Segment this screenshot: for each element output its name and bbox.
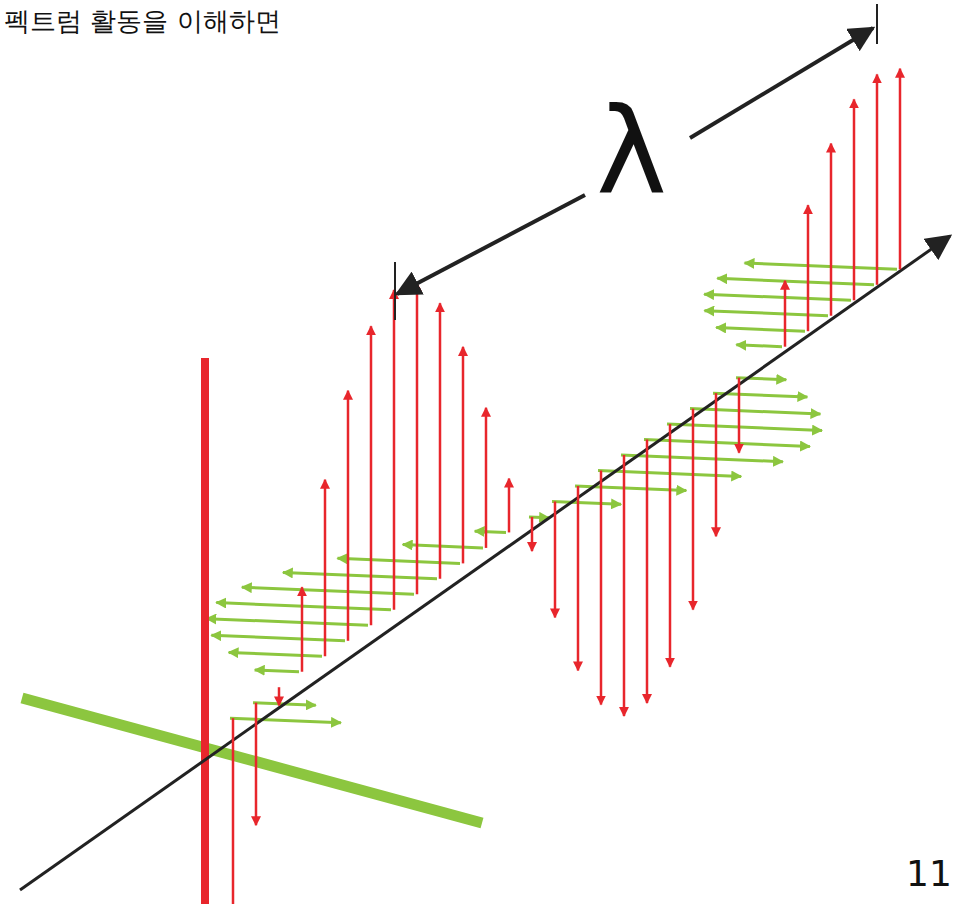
electric-arrow (692, 409, 695, 610)
electric-arrow (485, 408, 488, 548)
magnetic-arrow (475, 531, 506, 532)
magnetic-arrow (403, 545, 483, 548)
electric-arrow (439, 303, 442, 579)
magnetic-arrow (690, 409, 820, 414)
electric-arrow (600, 471, 603, 705)
magnetic-arrow (229, 652, 322, 656)
wavelength-dimension (395, 4, 877, 320)
propagation-axis (20, 236, 950, 890)
electric-axis (201, 358, 209, 904)
magnetic-arrow (283, 573, 437, 579)
electric-arrow (255, 703, 258, 825)
heading-text: 펙트럼 활동을 이해하면 (4, 8, 281, 34)
magnetic-arrow (230, 718, 341, 723)
magnetic-arrow (736, 345, 782, 347)
electric-arrow (715, 393, 718, 536)
magnetic-field-arrows (206, 263, 897, 723)
magnetic-arrow (242, 587, 414, 594)
electric-arrow (416, 283, 419, 594)
magnetic-arrow (717, 278, 874, 284)
magnetic-arrow (716, 328, 805, 332)
electric-arrow (830, 144, 833, 316)
electric-arrow (462, 347, 465, 564)
magnetic-arrow (704, 294, 851, 300)
wavelength-symbol: λ (596, 92, 667, 212)
magnetic-arrow (552, 501, 621, 504)
electric-arrow (669, 424, 672, 667)
electric-arrow (853, 99, 856, 300)
electric-arrow (623, 455, 626, 716)
electric-arrow (232, 718, 235, 904)
electric-arrow (347, 391, 350, 641)
electric-arrow (301, 587, 304, 671)
electric-arrow (393, 290, 396, 610)
electric-arrow (899, 69, 902, 270)
magnetic-arrow (745, 263, 897, 269)
electric-arrow (807, 205, 810, 331)
electric-arrow (508, 479, 511, 533)
electric-arrow (646, 440, 649, 704)
magnetic-axis (22, 698, 482, 823)
magnetic-arrow (255, 670, 299, 672)
electric-arrow (784, 281, 787, 347)
electric-arrow (876, 74, 879, 284)
electric-arrow (577, 486, 580, 670)
magnetic-arrow (206, 619, 368, 626)
electric-arrow (370, 326, 373, 625)
magnetic-arrow (216, 603, 391, 610)
magnetic-arrow (667, 424, 822, 430)
magnetic-arrow (621, 455, 783, 462)
magnetic-arrow (337, 558, 460, 563)
electric-arrow (554, 501, 557, 617)
electric-arrow (531, 517, 534, 551)
magnetic-arrow (704, 311, 828, 316)
page-number: 11 (906, 856, 952, 892)
electric-arrow (324, 480, 327, 657)
electric-arrow (278, 687, 281, 705)
electric-field-arrows (233, 69, 900, 904)
electric-arrow (738, 378, 741, 453)
